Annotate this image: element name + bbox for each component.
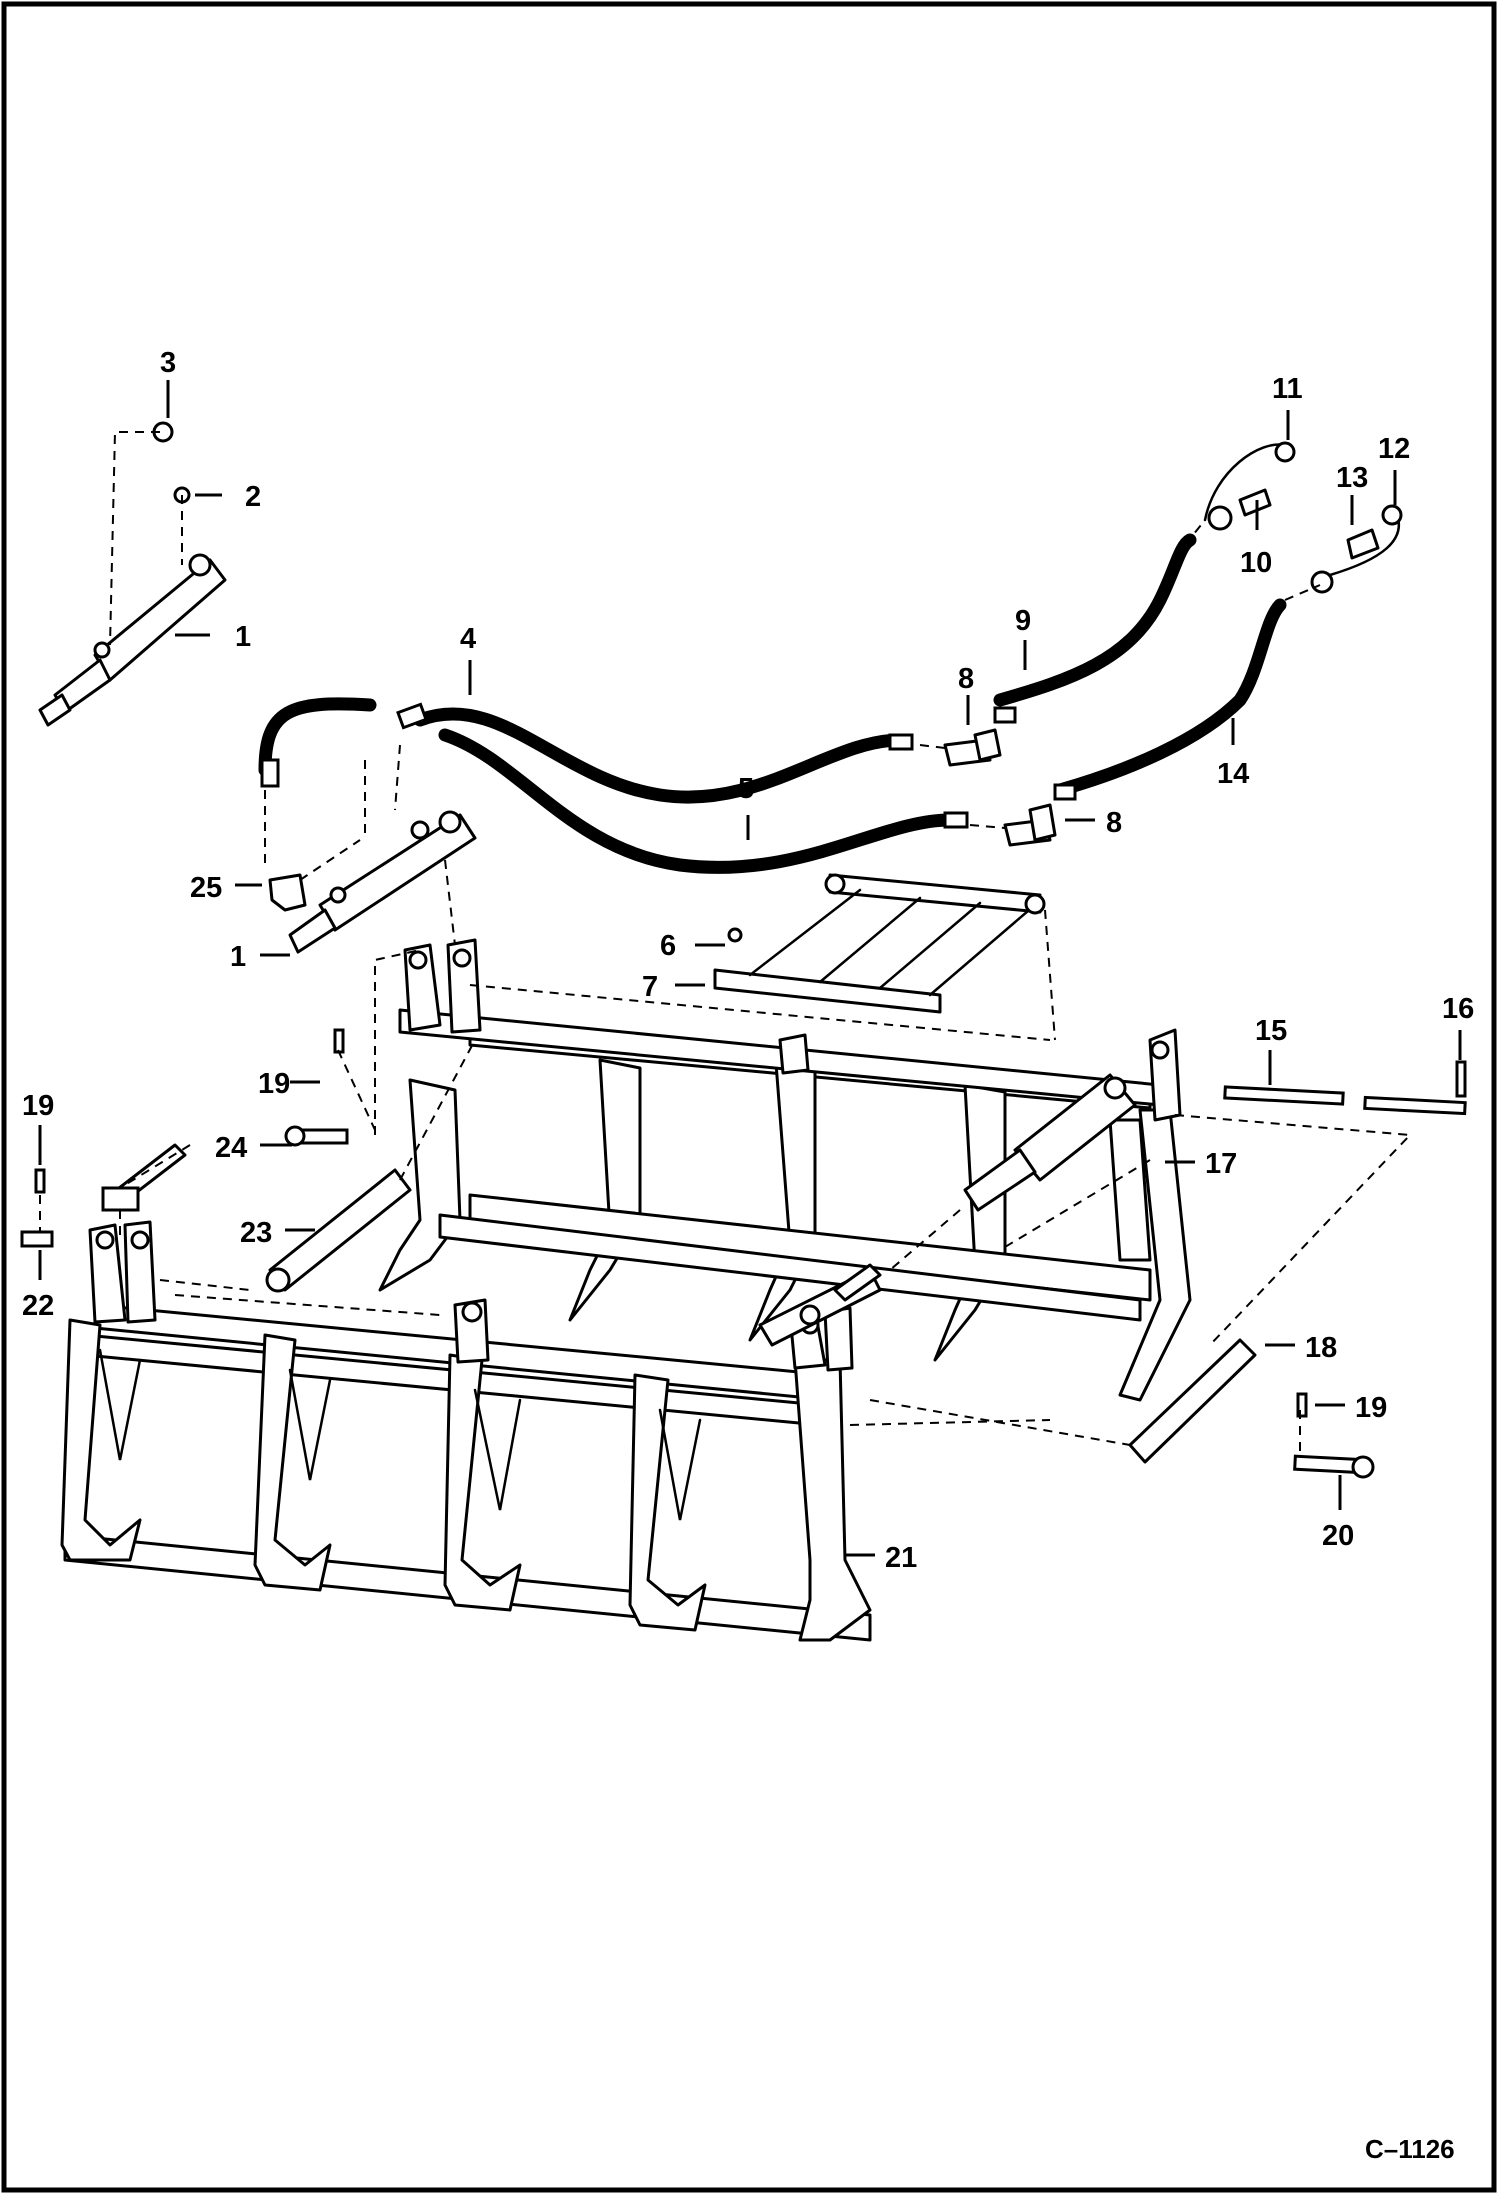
hose-14	[1053, 598, 1287, 797]
assembly-guide-lines	[39, 431, 1413, 1458]
bottom-tine-3	[443, 1353, 522, 1612]
callout-1-upper: 1	[235, 621, 251, 653]
callout-8-upper: 8	[958, 663, 974, 695]
callout-14: 14	[1217, 758, 1249, 790]
callout-labels: 1 1 2 3 4 5 6 7 8 8 9 10 11 12 13 14 15 …	[22, 347, 1474, 1574]
callout-24: 24	[215, 1132, 247, 1164]
callout-15: 15	[1255, 1015, 1287, 1047]
cylinder-top-left	[38, 553, 227, 727]
hose-small	[258, 697, 377, 777]
callout-3: 3	[160, 347, 176, 379]
hose-9	[993, 533, 1197, 707]
hose-4	[413, 707, 907, 804]
bottom-tine-end	[793, 1358, 872, 1642]
callout-13: 13	[1336, 462, 1368, 494]
callout-25: 25	[190, 872, 222, 904]
callout-22: 22	[22, 1290, 54, 1322]
callout-11: 11	[1272, 373, 1303, 405]
callout-16: 16	[1442, 993, 1474, 1025]
top-tine-3	[748, 1048, 817, 1342]
hose-5	[438, 728, 957, 874]
callout-5: 5	[738, 773, 754, 805]
grapple-bottom-frame	[60, 1220, 872, 1642]
callout-23: 23	[240, 1217, 272, 1249]
callout-9: 9	[1015, 605, 1031, 637]
cylinder-middle	[288, 810, 477, 954]
callout-12: 12	[1378, 433, 1410, 465]
bottom-tine-4	[628, 1373, 707, 1632]
grease-fitting-6	[727, 927, 743, 943]
figure-id: C–1126	[1365, 2134, 1455, 2164]
bottom-tine-2	[253, 1333, 332, 1592]
callout-1-lower: 1	[230, 941, 246, 973]
cylinder-right	[963, 1073, 1137, 1212]
callout-7: 7	[642, 971, 658, 1003]
bottom-tine-1	[60, 1318, 142, 1562]
callout-19-right: 19	[1355, 1392, 1387, 1424]
elbow-25	[268, 873, 307, 912]
pin-15	[1223, 1085, 1345, 1106]
callout-leaders	[38, 380, 1462, 1557]
callout-20: 20	[1322, 1520, 1354, 1552]
callout-4: 4	[460, 623, 476, 655]
top-tine-2	[568, 1058, 642, 1322]
callout-10: 10	[1240, 547, 1272, 579]
callout-19-mid: 19	[258, 1068, 290, 1100]
crossbar-7	[713, 968, 942, 1014]
bushing-22	[20, 1230, 54, 1248]
link-18	[1128, 1338, 1257, 1464]
callout-19-left: 19	[22, 1090, 54, 1122]
callout-2: 2	[245, 481, 261, 513]
grapple-top-assembly	[378, 938, 1192, 1402]
hose-set	[258, 533, 1287, 874]
callout-21: 21	[885, 1542, 917, 1574]
callout-6: 6	[660, 930, 676, 962]
fittings-and-hardware	[20, 421, 1467, 1479]
callout-8-lower: 8	[1106, 807, 1122, 839]
callout-17: 17	[1205, 1148, 1237, 1180]
roll-pin-16	[1455, 1060, 1467, 1098]
callout-18: 18	[1305, 1332, 1337, 1364]
